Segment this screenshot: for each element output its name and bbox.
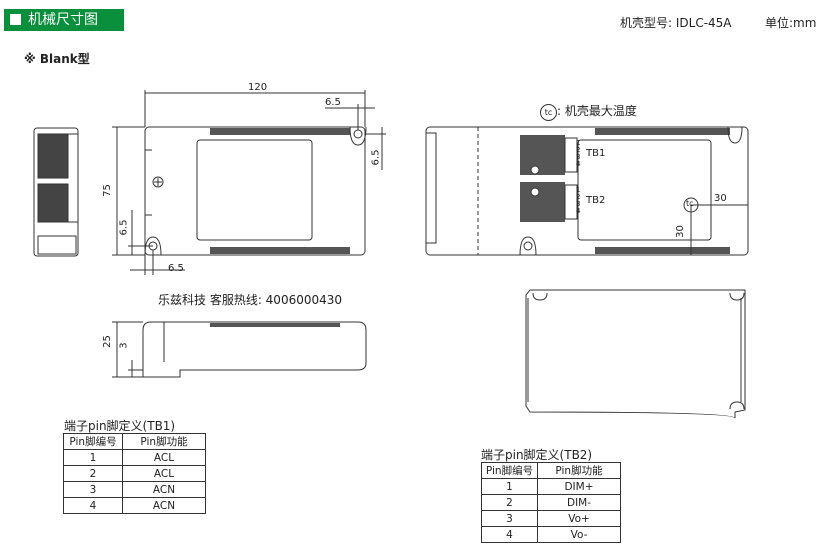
variant-label: ※ Blank型 (24, 52, 90, 66)
dim-height: 25 (101, 335, 113, 348)
tb2-table-caption: 端子pin脚定义(TB2) (481, 448, 593, 462)
tb1-label: TB1 (586, 148, 606, 159)
tc-note: tc: 机壳最大温度 (540, 102, 637, 121)
top-view (112, 90, 386, 275)
housing-outline (525, 289, 746, 419)
dim-tc-x: 30 (714, 193, 727, 204)
dim-hole-top: 6.5 (325, 97, 341, 108)
dim-width: 75 (101, 184, 113, 197)
section-title: 机械尺寸图 (28, 12, 98, 28)
contact-hotline: 乐兹科技 客服热线: 4006000430 (158, 293, 343, 307)
tb1-table-caption: 端子pin脚定义(TB1) (64, 419, 176, 433)
tc-marker-label: tc (686, 199, 694, 208)
dim-lip: 3 (118, 342, 130, 349)
model-label: 机壳型号: IDLC-45A (620, 16, 732, 30)
dim-hole-left: 6.5 (118, 219, 130, 236)
front-profile (112, 321, 367, 378)
dim-hole-right: 6.5 (370, 149, 382, 166)
side-view-left (33, 127, 79, 257)
dim-hole-bottom: 6.5 (168, 263, 184, 274)
square-bullet-icon (10, 14, 21, 25)
table-header-row: Pin脚编号 Pin脚功能 (481, 462, 621, 479)
dim-length: 120 (248, 82, 268, 93)
tc-note-text: : 机壳最大温度 (557, 104, 637, 118)
table-header-row: Pin脚编号 Pin脚功能 (63, 433, 206, 450)
unit-label: 单位:mm (765, 16, 817, 30)
tb2-label: TB2 (586, 195, 606, 206)
dim-tc-y: 30 (674, 225, 686, 238)
terminal-top-view (425, 126, 749, 256)
tc-symbol-icon: tc (540, 104, 557, 121)
section-title-bar: 机械尺寸图 (4, 9, 124, 31)
